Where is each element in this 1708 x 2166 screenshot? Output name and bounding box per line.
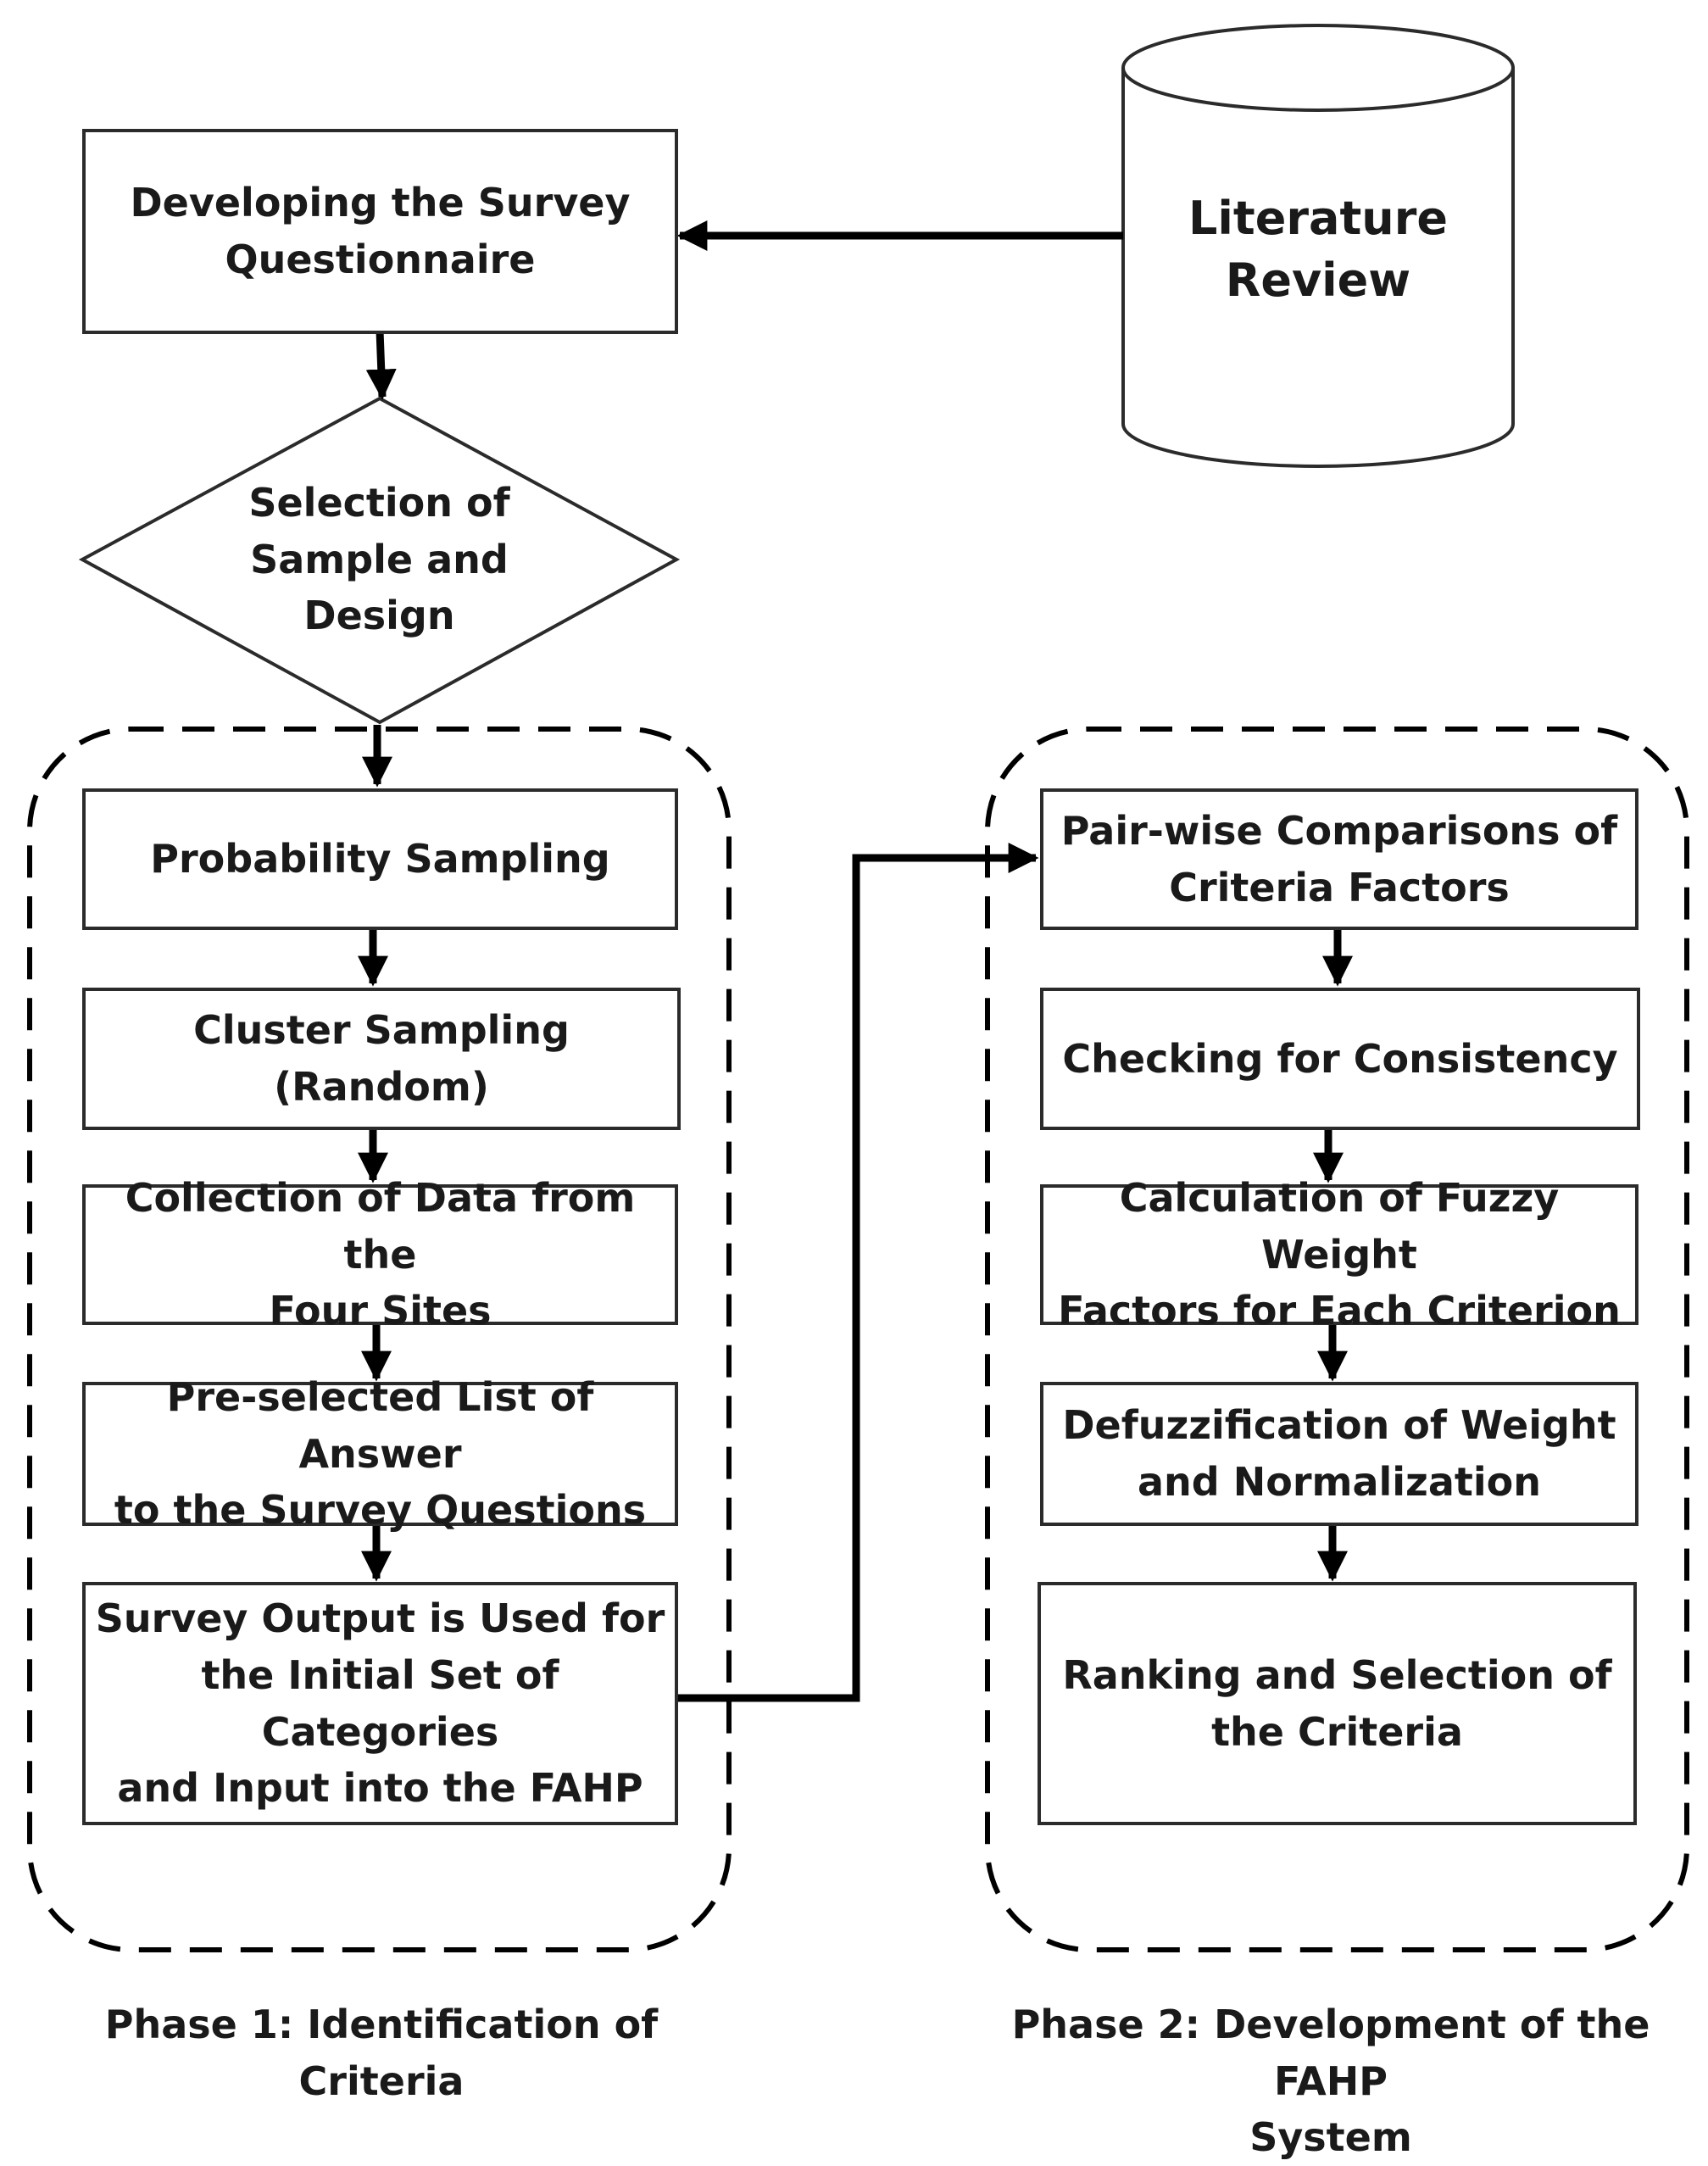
phase1-label: Phase 1: Identification of Criteria	[104, 2002, 659, 2104]
ranking-selection-box: Ranking and Selection of the Criteria	[1038, 1582, 1637, 1825]
arrow-output-to-pairwise	[676, 843, 1039, 1702]
developing-survey-box: Developing the Survey Questionnaire	[82, 129, 678, 334]
literature-review-cylinder	[1121, 24, 1515, 468]
literature-review-label: Literature Review	[1188, 192, 1448, 307]
defuzzification-box: Defuzzification of Weight and Normalizat…	[1040, 1382, 1638, 1526]
probability-sampling-box: Probability Sampling	[82, 788, 678, 930]
phase2-label: Phase 2: Development of the FAHP System	[1011, 2002, 1650, 2161]
preselected-list-box: Pre-selected List of Answer to the Surve…	[82, 1374, 678, 1533]
cluster-sampling-box: Cluster Sampling (Random)	[82, 988, 681, 1130]
selection-diamond-shape	[78, 396, 681, 725]
pairwise-comparisons-box: Pair-wise Comparisons of Criteria Factor…	[1040, 788, 1638, 930]
fuzzy-weight-box: Calculation of Fuzzy Weight Factors for …	[1040, 1175, 1638, 1334]
survey-output-box: Survey Output is Used for the Initial Se…	[82, 1582, 678, 1825]
flowchart-canvas	[27, 24, 1689, 1952]
collection-data-box: Collection of Data from the Four Sites	[82, 1175, 678, 1334]
checking-consistency-box: Checking for Consistency	[1040, 988, 1640, 1130]
selection-sample-design-label: Selection of Sample and Design	[248, 479, 510, 639]
arrow-survey-to-selection	[365, 330, 397, 400]
